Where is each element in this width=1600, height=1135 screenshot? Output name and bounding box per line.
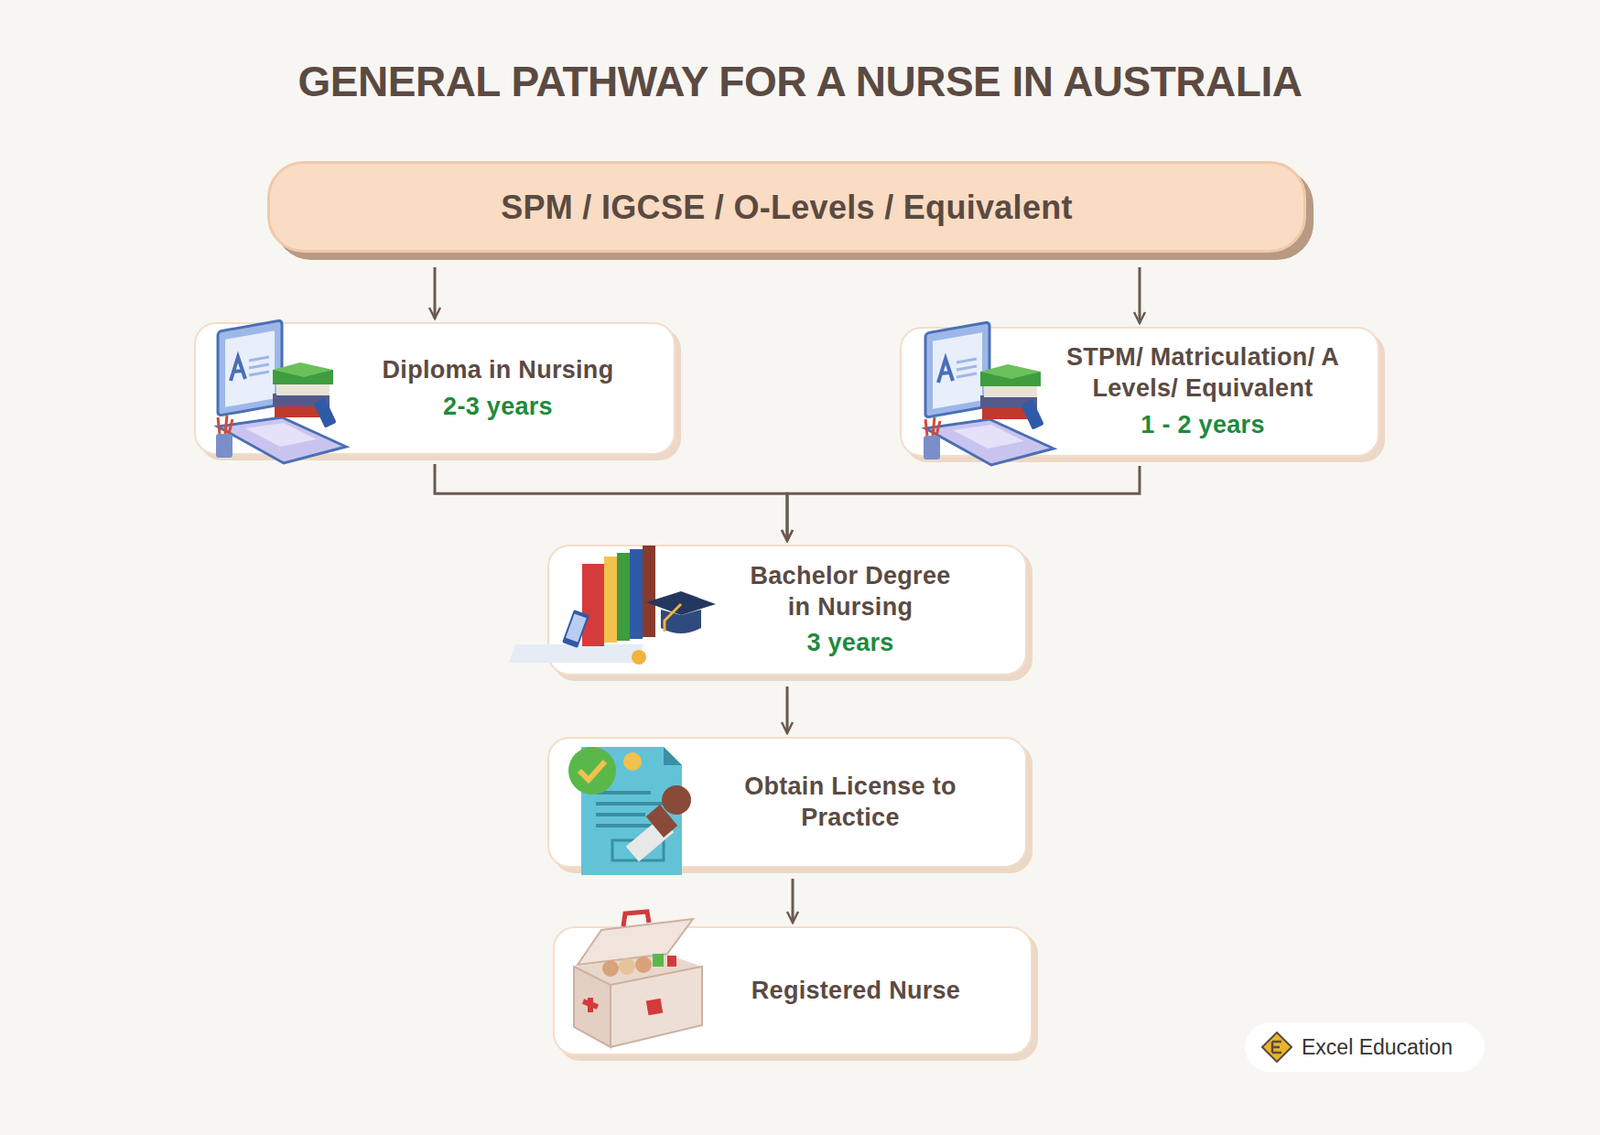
duration-text: 2-3 years [443, 391, 553, 423]
process-box: Obtain License to Practice [547, 736, 1028, 868]
duration-text: 3 years [806, 627, 894, 660]
books-cap-icon [508, 545, 716, 665]
logo-mark [1261, 1031, 1293, 1063]
flow-arrow [786, 686, 790, 734]
logo-text: Excel Education [1301, 1035, 1453, 1060]
step-text: Registered Nurse [751, 975, 961, 1007]
laptop-icon [216, 320, 346, 464]
step-text: Bachelor Degree in Nursing [735, 561, 965, 624]
process-box: Diploma in Nursing 2-3 years [194, 322, 676, 455]
flow-arrow [1138, 267, 1142, 324]
license-icon [568, 746, 692, 876]
flow-arrow [787, 465, 1140, 541]
flow-arrow [791, 878, 795, 923]
entry-band: SPM / IGCSE / O-Levels / Equivalent [267, 161, 1307, 253]
step-text: Obtain License to Practice [731, 771, 970, 834]
flow-arrow [434, 464, 788, 541]
duration-text: 1 - 2 years [1140, 410, 1265, 442]
logo-badge: Excel Education [1244, 1022, 1485, 1072]
step-text: STPM/ Matriculation/ A Levels/ Equivalen… [1065, 342, 1341, 405]
flow-arrow [433, 267, 437, 319]
first-aid-icon [573, 911, 703, 1048]
diagram-title: GENERAL PATHWAY FOR A NURSE IN AUSTRALIA [0, 56, 1600, 107]
process-box: STPM/ Matriculation/ A Levels/ Equivalen… [899, 326, 1380, 457]
step-text: SPM / IGCSE / O-Levels / Equivalent [500, 186, 1073, 228]
process-box: Registered Nurse [552, 926, 1033, 1056]
step-text: Diploma in Nursing [382, 355, 615, 387]
process-box: Bachelor Degree in Nursing3 years [547, 544, 1028, 676]
laptop-icon [923, 322, 1054, 465]
